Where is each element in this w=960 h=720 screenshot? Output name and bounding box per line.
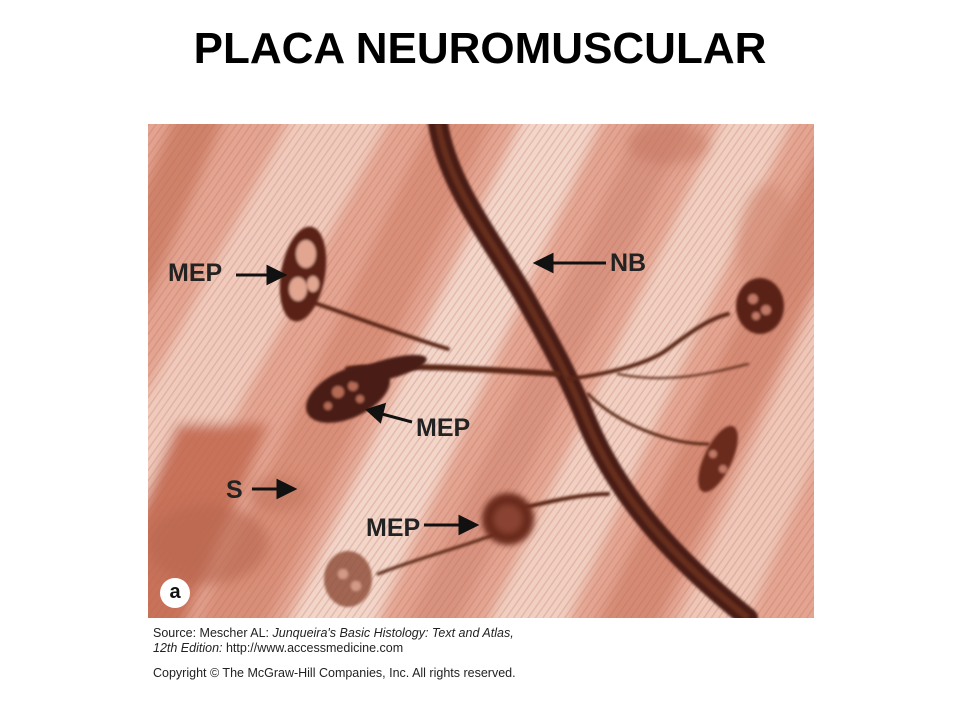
label-mep-lower: MEP <box>366 514 421 542</box>
source-citation: Source: Mescher AL: Junqueira's Basic Hi… <box>153 626 793 656</box>
nerve-bundle <box>428 124 758 618</box>
label-mep-middle: MEP <box>416 414 471 442</box>
copyright-notice: Copyright © The McGraw-Hill Companies, I… <box>153 666 516 680</box>
source-edition: 12th Edition: <box>153 641 223 655</box>
source-prefix: Source: Mescher AL: <box>153 626 273 640</box>
page-title: PLACA NEUROMUSCULAR <box>193 24 767 73</box>
micrograph-image <box>148 124 814 618</box>
label-mep-top: MEP <box>168 259 223 287</box>
micrograph-figure: MEP NB MEP S MEP a <box>148 124 814 618</box>
motor-end-plates <box>279 226 784 607</box>
source-book-title: Junqueira's Basic Histology: Text and At… <box>272 626 514 640</box>
label-s: S <box>226 476 243 504</box>
label-nb: NB <box>610 249 647 277</box>
panel-letter: a <box>160 578 190 608</box>
label-arrows <box>236 252 606 536</box>
source-url: http://www.accessmedicine.com <box>222 641 404 655</box>
